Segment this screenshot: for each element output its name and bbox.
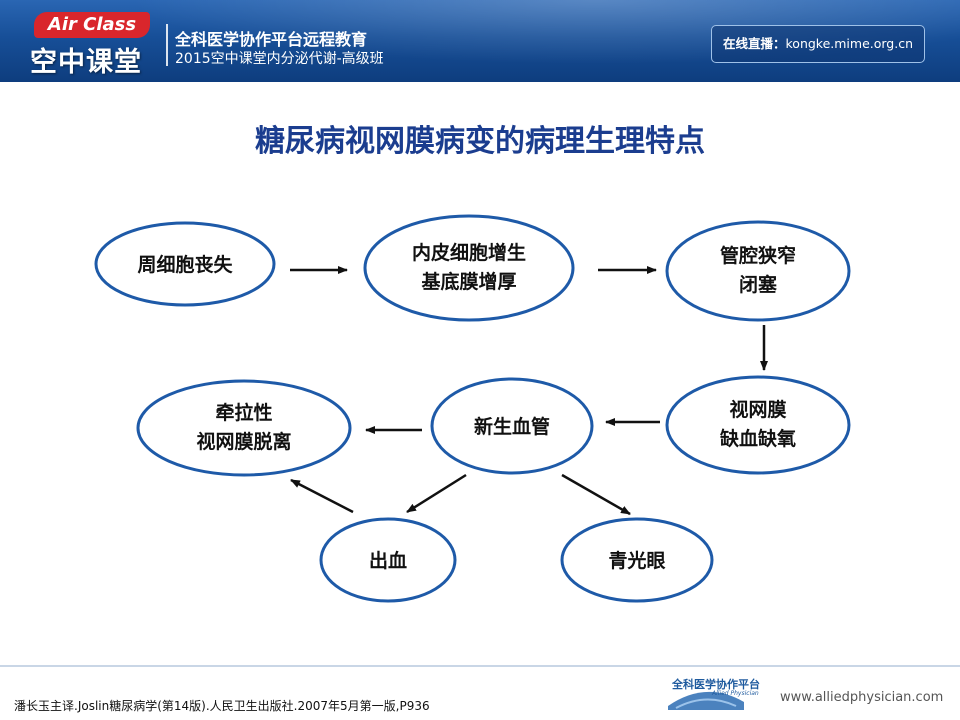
node-detachment-label-2: 视网膜脱离 xyxy=(196,430,291,453)
logo-chinese-name: 空中课堂 xyxy=(30,47,142,78)
node-lumen-stenosis: 管腔狭窄 闭塞 xyxy=(665,220,851,322)
node-retinal-ischemia: 视网膜 缺血缺氧 xyxy=(665,375,851,475)
node-glaucoma-label: 青光眼 xyxy=(608,549,665,572)
arrow-neovascular-to-hemorrhage xyxy=(406,473,467,514)
header-program-name: 全科医学协作平台远程教育 xyxy=(175,30,368,49)
diagram-arrows xyxy=(290,266,768,516)
footer-logo-text: 全科医学协作平台 xyxy=(672,678,760,691)
live-stream-url[interactable]: kongke.mime.org.cn xyxy=(785,36,914,51)
node-lumen-label-1: 管腔狭窄 xyxy=(720,244,796,267)
node-endothelial-label-2: 基底膜增厚 xyxy=(420,270,516,293)
header-divider xyxy=(166,24,168,66)
node-ischemia-label-1: 视网膜 xyxy=(729,398,786,421)
arrow-hemorrhage-to-detachment xyxy=(290,478,354,514)
node-neovascular-label: 新生血管 xyxy=(474,415,550,438)
node-neovascularization: 新生血管 xyxy=(430,377,594,475)
header-course-name: 2015空中课堂内分泌代谢-高级班 xyxy=(175,51,384,67)
node-hemorrhage-label: 出血 xyxy=(369,549,407,572)
allied-physician-logo-icon xyxy=(668,691,744,710)
node-retinal-detachment: 牵拉性 视网膜脱离 xyxy=(136,379,352,477)
node-glaucoma: 青光眼 xyxy=(560,517,714,603)
logo-badge: Air Class xyxy=(34,12,150,38)
arrow-neovascular-to-glaucoma xyxy=(561,473,631,516)
footer-website-url[interactable]: www.alliedphysician.com xyxy=(780,690,944,705)
header-banner: Air Class 空中课堂 全科医学协作平台远程教育 2015空中课堂内分泌代… xyxy=(0,0,960,82)
node-detachment-label-1: 牵拉性 xyxy=(215,401,272,424)
node-pericyte-loss: 周细胞丧失 xyxy=(94,221,276,307)
node-endothelial-label-1: 内皮细胞增生 xyxy=(412,241,526,264)
live-stream-label: 在线直播： xyxy=(722,36,786,51)
node-pericyte-label: 周细胞丧失 xyxy=(137,253,233,276)
footer-divider xyxy=(0,665,960,667)
reference-citation: 潘长玉主译.Joslin糖尿病学(第14版).人民卫生出版社.2007年5月第一… xyxy=(14,699,430,713)
node-hemorrhage: 出血 xyxy=(319,517,457,603)
footer-logo-subtext: Allied Physician xyxy=(712,690,759,697)
node-endothelial-proliferation: 内皮细胞增生 基底膜增厚 xyxy=(363,214,575,322)
air-class-logo: Air Class 空中课堂 xyxy=(14,6,164,78)
node-ischemia-label-2: 缺血缺氧 xyxy=(720,427,796,450)
slide-title: 糖尿病视网膜病变的病理生理特点 xyxy=(255,124,705,159)
node-lumen-label-2: 闭塞 xyxy=(739,273,778,296)
live-stream-box[interactable]: 在线直播：kongke.mime.org.cn xyxy=(711,25,925,63)
